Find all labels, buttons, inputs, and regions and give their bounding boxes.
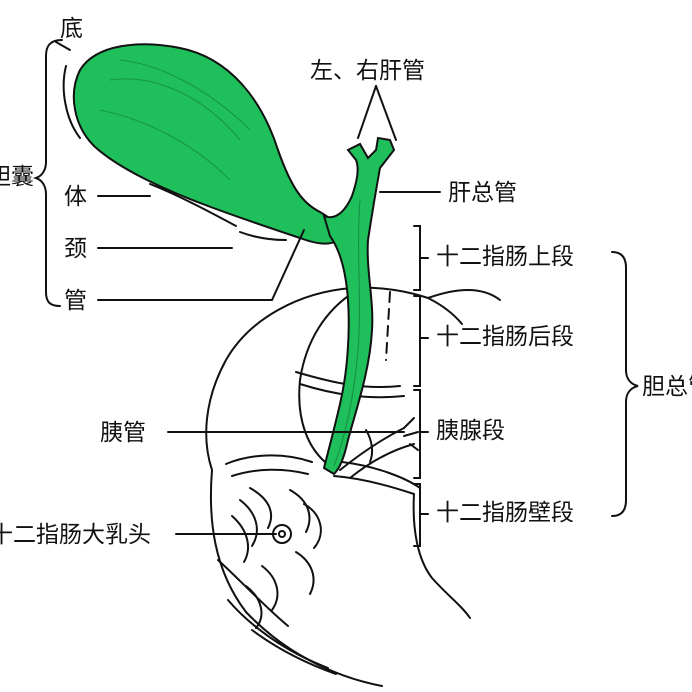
retroduodenal-bracket: [413, 295, 429, 387]
label-pancreatic-duct: 胰管: [100, 420, 146, 446]
intramural-bracket: [413, 483, 429, 547]
label-fundus: 底: [60, 16, 83, 42]
gallbladder-bracket: [32, 39, 63, 307]
duodenum-upper-edge: [351, 286, 501, 301]
pancreatic-segment-bracket: [413, 389, 429, 479]
label-retroduodenal: 十二指肠后段: [436, 324, 574, 350]
duodenum-outline: [205, 287, 383, 687]
label-common-hepatic-duct: 肝总管: [448, 180, 517, 206]
supraduodenal-bracket: [413, 225, 429, 291]
label-common-bile-duct: 胆总管: [642, 374, 692, 400]
label-papilla: 十二指肠大乳头: [0, 522, 151, 548]
label-supraduodenal: 十二指肠上段: [436, 244, 574, 270]
gallbladder-shape: [72, 43, 340, 245]
label-gallbladder: 胆囊: [0, 164, 34, 190]
label-duct: 管: [64, 288, 87, 314]
label-body: 体: [64, 184, 87, 210]
common-bile-duct-bracket: [611, 251, 639, 517]
duodenum-inner-curve: [298, 291, 355, 467]
duodenum-lower-edge: [333, 475, 471, 619]
label-hepatic-ducts: 左、右肝管: [310, 58, 425, 84]
label-neck: 颈: [64, 236, 87, 262]
label-pancreatic-segment: 胰腺段: [436, 418, 505, 444]
duodenal-fold: [225, 454, 313, 465]
label-intramural: 十二指肠壁段: [436, 500, 574, 526]
